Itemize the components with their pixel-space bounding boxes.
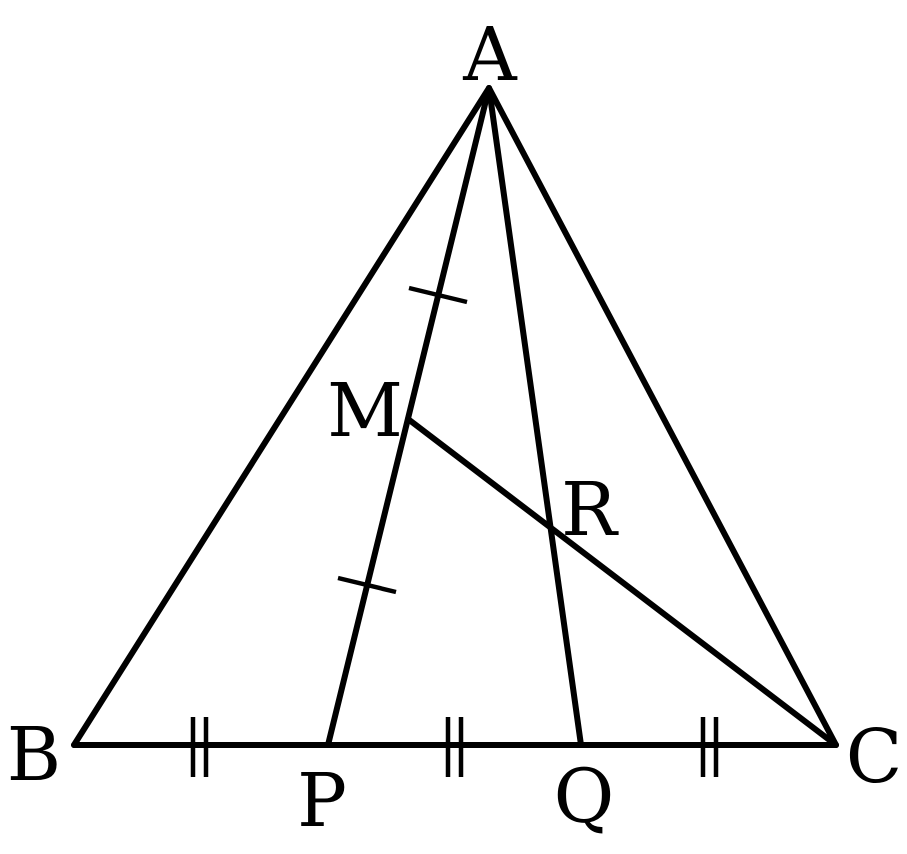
label-point-b: B (7, 712, 61, 798)
tick-mark-mp (337, 575, 397, 595)
double-tick-mark-bp (190, 717, 209, 777)
label-point-m: M (327, 368, 403, 454)
segment-ac (486, 85, 839, 748)
tick-mark-am (408, 285, 468, 305)
segment-aq (486, 85, 584, 748)
label-point-p: P (297, 758, 347, 844)
double-tick-mark-qc (700, 717, 719, 777)
double-tick-mark-pq (445, 717, 464, 777)
label-point-c: C (846, 714, 903, 800)
label-point-q: Q (554, 754, 615, 840)
label-point-a: A (462, 12, 518, 98)
label-point-r: R (561, 467, 619, 553)
segment-mc (405, 416, 839, 748)
segment-ab (71, 85, 492, 748)
